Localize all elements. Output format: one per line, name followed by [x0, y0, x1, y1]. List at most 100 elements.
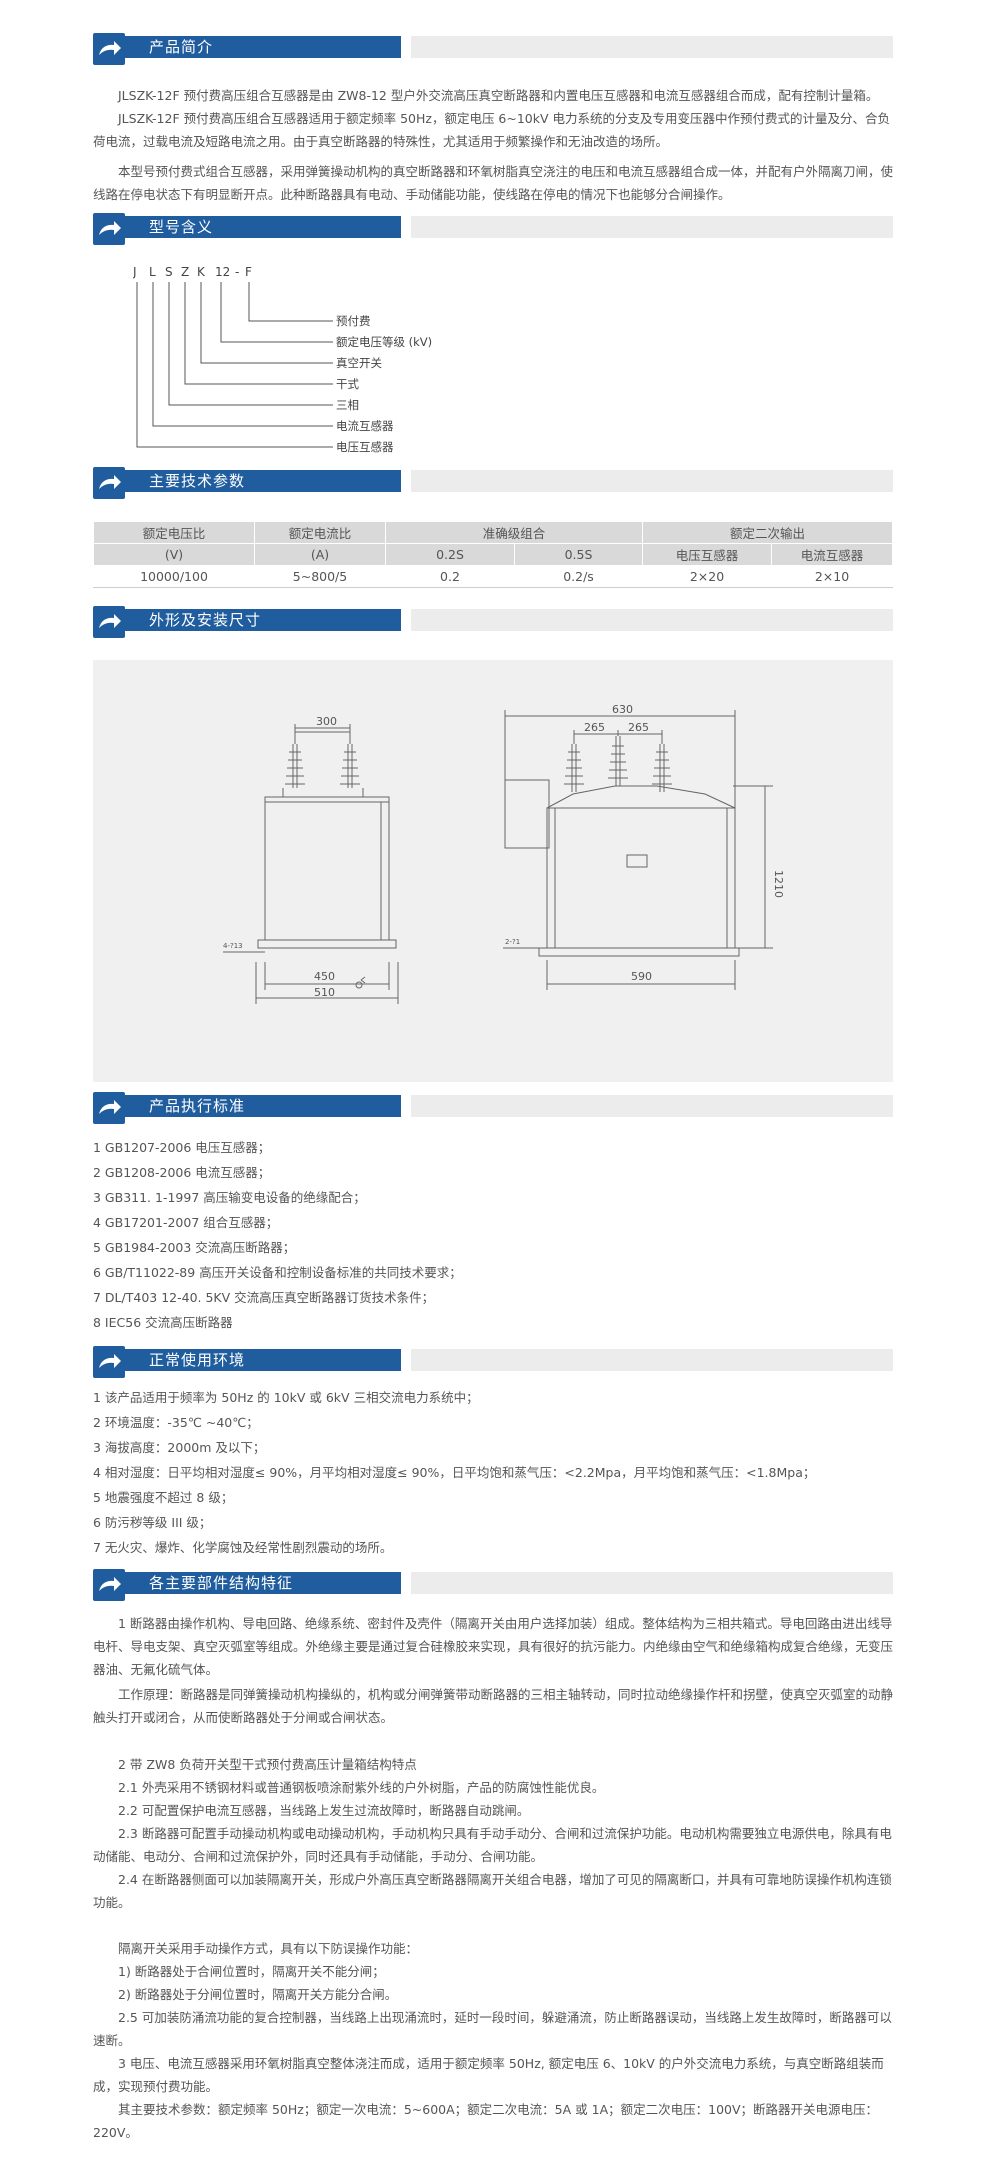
table-header: (V) [93, 543, 255, 566]
structure-paragraph: 2.4 在断路器侧面可以加装隔离开关，形成户外高压真空断路器隔离开关组合电器，增… [93, 1872, 892, 1910]
dim-label: 265 [584, 721, 605, 734]
structure-paragraph: 2) 断路器处于分闸位置时，隔离开关方能分合闸。 [118, 1987, 398, 2002]
list-item: 3 海拔高度：2000m 及以下； [93, 1440, 266, 1455]
section-title-params: 主要技术参数 [149, 472, 246, 490]
table-cell: 2×10 [771, 565, 893, 588]
arrow-hand-icon [93, 33, 125, 65]
arrow-hand-icon [93, 606, 125, 638]
code-letter: 12 [215, 265, 230, 279]
table-header-row: (V) (A) 0.2S 0.5S 电压互感器 电流互感器 [93, 543, 893, 566]
list-item: 5 GB1984-2003 交流高压断路器； [93, 1240, 296, 1255]
structure-paragraph: 隔离开关采用手动操作方式，具有以下防误操作功能： [118, 1941, 419, 1956]
intro-paragraph-1: JLSZK-12F 预付费高压组合互感器是由 ZW8-12 型户外交流高压真空断… [118, 88, 879, 103]
standards-list: 1 GB1207-2006 电压互感器； 2 GB1208-2006 电流互感器… [93, 1135, 893, 1335]
model-code-diagram: J L S Z K 12 - F 预付费 额定电压等级 (kV) 真空开关 干式… [133, 265, 432, 454]
env-list: 1 该产品适用于频率为 50Hz 的 10kV 或 6kV 三相交流电力系统中；… [93, 1385, 893, 1560]
list-item: 7 无火灾、爆炸、化学腐蚀及经常性剧烈震动的场所。 [93, 1540, 393, 1555]
table-cell: 0.2 [385, 565, 515, 588]
table-header: 额定二次输出 [642, 521, 893, 544]
dim-label: 1210 [772, 870, 785, 898]
table-row: 10000/100 5~800/5 0.2 0.2/s 2×20 2×10 [93, 565, 893, 588]
section-title-intro: 产品简介 [149, 38, 214, 56]
dim-label: 630 [612, 703, 633, 716]
list-item: 2 环境温度：-35℃ ~40℃； [93, 1415, 259, 1430]
dim-label: 265 [628, 721, 649, 734]
dimension-drawing: 300 450 510 4-?13 630 265 265 1210 590 2… [223, 703, 785, 1004]
list-item: 3 GB311. 1-1997 高压输变电设备的绝缘配合； [93, 1190, 366, 1205]
dim-label: 450 [314, 970, 335, 983]
structure-paragraph: 2.1 外壳采用不锈钢材料或普通钢板喷涂耐紫外线的户外树脂，产品的防腐蚀性能优良… [118, 1780, 605, 1795]
section-title-dims: 外形及安装尺寸 [149, 611, 262, 629]
table-header: 电流互感器 [771, 543, 893, 566]
list-item: 8 IEC56 交流高压断路器 [93, 1315, 233, 1330]
section-header-intro: 产品简介 [93, 33, 893, 65]
model-item: 真空开关 [336, 356, 382, 370]
code-letter: J [133, 265, 137, 279]
list-item: 4 GB17201-2007 组合互感器； [93, 1215, 279, 1230]
code-letter: K [197, 265, 206, 279]
model-item: 干式 [336, 377, 359, 391]
intro-paragraph-3: 本型号预付费式组合互感器，采用弹簧操动机构的真空断路器和环氧树脂真空浇注的电压和… [93, 164, 894, 202]
section-header-model: 型号含义 [93, 213, 893, 245]
list-item: 6 防污秽等级 III 级； [93, 1515, 212, 1530]
section-title-standards: 产品执行标准 [149, 1097, 246, 1115]
list-item: 7 DL/T403 12-40. 5KV 交流高压真空断路器订货技术条件； [93, 1290, 435, 1305]
installation-drawing: 300 450 510 4-?13 630 265 265 1210 590 2… [93, 660, 893, 1082]
table-cell: 0.2/s [514, 565, 643, 588]
table-header: (A) [254, 543, 386, 566]
structure-paragraph: 工作原理：断路器是同弹簧操动机构操纵的，机构或分闸弹簧带动断路器的三相主轴转动，… [93, 1687, 894, 1725]
code-letter: F [245, 265, 252, 279]
table-header: 额定电压比 [93, 521, 255, 544]
table-header: 0.2S [385, 543, 515, 566]
code-letter: Z [181, 265, 189, 279]
table-header: 电压互感器 [642, 543, 772, 566]
model-item: 额定电压等级 (kV) [336, 335, 432, 349]
code-letter: - [235, 265, 239, 279]
table-header: 准确级组合 [385, 521, 643, 544]
arrow-hand-icon [93, 1569, 125, 1601]
table-cell: 5~800/5 [254, 565, 386, 588]
list-item: 1 GB1207-2006 电压互感器； [93, 1140, 271, 1155]
dim-label: 590 [631, 970, 652, 983]
arrow-hand-icon [93, 1346, 125, 1378]
section-title-structure: 各主要部件结构特征 [149, 1574, 294, 1592]
dim-label: 300 [316, 715, 337, 728]
structure-paragraph: 2.2 可配置保护电流互感器，当线路上发生过流故障时，断路器自动跳闸。 [118, 1803, 530, 1818]
intro-paragraph-2: JLSZK-12F 预付费高压组合互感器适用于额定频率 50Hz，额定电压 6~… [93, 111, 891, 149]
table-header: 额定电流比 [254, 521, 386, 544]
section-header-params: 主要技术参数 [93, 467, 893, 499]
arrow-hand-icon [93, 213, 125, 245]
code-letter: L [149, 265, 156, 279]
section-header-dims: 外形及安装尺寸 [93, 606, 893, 638]
structure-paragraph: 1) 断路器处于合闸位置时，隔离开关不能分闸； [118, 1964, 385, 1979]
list-item: 2 GB1208-2006 电流互感器； [93, 1165, 271, 1180]
structure-paragraph: 其主要技术参数：额定频率 50Hz；额定一次电流：5~600A；额定二次电流：5… [93, 2102, 879, 2140]
structure-paragraph: 2 带 ZW8 负荷开关型干式预付费高压计量箱结构特点 [118, 1757, 417, 1772]
table-cell: 2×20 [642, 565, 772, 588]
model-item: 电流互感器 [336, 419, 394, 433]
dim-label: 510 [314, 986, 335, 999]
model-item: 三相 [336, 398, 359, 412]
params-table: 额定电压比 额定电流比 准确级组合 额定二次输出 (V) (A) 0.2S 0.… [93, 521, 893, 588]
table-header: 0.5S [514, 543, 643, 566]
structure-paragraph: 2.3 断路器可配置手动操动机构或电动操动机构，手动机构只具有手动手动分、合闸和… [93, 1826, 892, 1864]
list-item: 6 GB/T11022-89 高压开关设备和控制设备标准的共同技术要求； [93, 1265, 462, 1280]
section-header-standards: 产品执行标准 [93, 1092, 893, 1124]
table-header-row: 额定电压比 额定电流比 准确级组合 额定二次输出 [93, 521, 893, 544]
model-item: 电压互感器 [336, 440, 394, 454]
dim-label: 2-?1 [505, 938, 520, 946]
structure-paragraph: 2.5 可加装防涌流功能的复合控制器，当线路上出现涌流时，延时一段时间，躲避涌流… [93, 2010, 892, 2048]
model-item: 预付费 [336, 314, 371, 328]
section-title-env: 正常使用环境 [149, 1351, 246, 1369]
section-header-structure: 各主要部件结构特征 [93, 1569, 893, 1601]
section-header-env: 正常使用环境 [93, 1346, 893, 1378]
list-item: 1 该产品适用于频率为 50Hz 的 10kV 或 6kV 三相交流电力系统中； [93, 1390, 479, 1405]
structure-paragraph: 1 断路器由操作机构、导电回路、绝缘系统、密封件及壳件（隔离开关由用户选择加装）… [93, 1616, 894, 1677]
structure-paragraph: 3 电压、电流互感器采用环氧树脂真空整体浇注而成，适用于额定频率 50Hz, 额… [93, 2056, 884, 2094]
list-item: 5 地震强度不超过 8 级； [93, 1490, 234, 1505]
arrow-hand-icon [93, 1092, 125, 1124]
code-letter: S [165, 265, 173, 279]
section-title-model: 型号含义 [149, 218, 214, 236]
list-item: 4 相对湿度：日平均相对湿度≤ 90%，月平均相对湿度≤ 90%，日平均饱和蒸气… [93, 1465, 816, 1480]
table-cell: 10000/100 [93, 565, 255, 588]
